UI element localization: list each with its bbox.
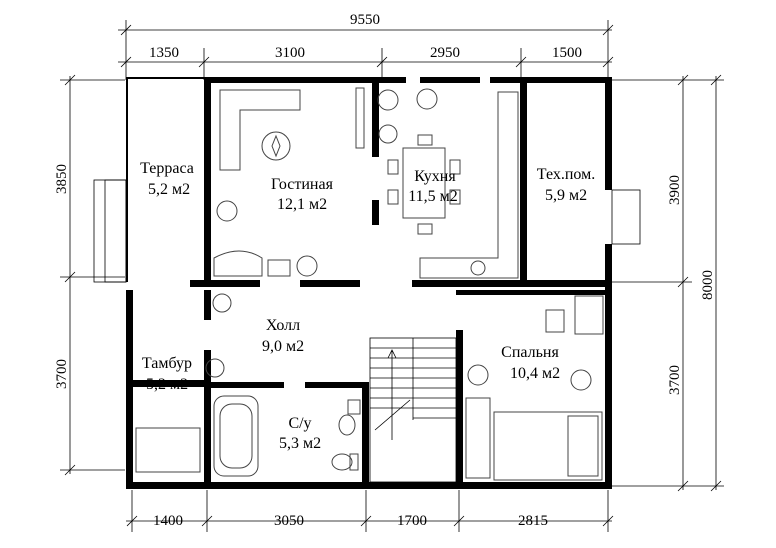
room-area-tambur: 5,2 м2 — [146, 376, 188, 393]
room-name-bedroom: Спальня — [501, 344, 559, 361]
room-area-tech: 5,9 м2 — [545, 187, 587, 204]
room-area-hall: 9,0 м2 — [262, 338, 304, 355]
dim-right-seg-2: 3700 — [667, 365, 683, 395]
dim-top-seg-1: 1350 — [149, 45, 179, 61]
room-area-kitchen: 11,5 м2 — [408, 188, 458, 205]
room-name-kitchen: Кухня — [414, 168, 456, 185]
dim-right-total: 8000 — [700, 270, 716, 300]
dim-left-seg-2: 3700 — [54, 359, 70, 389]
staircase — [369, 337, 457, 483]
dim-bottom-seg-2: 3050 — [274, 513, 304, 529]
terrace-steps — [93, 179, 127, 283]
room-area-bedroom: 10,4 м2 — [510, 365, 560, 382]
dim-top-total: 9550 — [350, 12, 380, 28]
dim-top-seg-2: 3100 — [275, 45, 305, 61]
dim-bottom-seg-4: 2815 — [518, 513, 548, 529]
room-area-bathroom: 5,3 м2 — [279, 435, 321, 452]
room-name-bathroom: С/у — [288, 415, 311, 432]
dim-left-seg-1: 3850 — [54, 164, 70, 194]
room-name-tech: Тех.пом. — [537, 166, 595, 183]
walls — [126, 77, 612, 489]
dim-top-seg-4: 1500 — [552, 45, 582, 61]
room-name-hall: Холл — [266, 317, 300, 334]
tech-room-steps — [611, 189, 641, 245]
room-name-terrace: Терраса — [140, 160, 194, 177]
dim-bottom-seg-1: 1400 — [153, 513, 183, 529]
room-area-terrace: 5,2 м2 — [148, 181, 190, 198]
dim-right-seg-1: 3900 — [667, 175, 683, 205]
room-area-living: 12,1 м2 — [277, 196, 327, 213]
furniture — [135, 87, 604, 481]
room-name-living: Гостиная — [271, 176, 334, 193]
room-labels: Терраса 5,2 м2 Гостиная 12,1 м2 Кухня 11… — [140, 160, 595, 452]
dim-top-seg-3: 2950 — [430, 45, 460, 61]
dimension-lines: 9550 1350 3100 2950 1500 1400 3050 1700 … — [54, 12, 724, 532]
room-name-tambur: Тамбур — [142, 355, 192, 372]
dim-bottom-seg-3: 1700 — [397, 513, 427, 529]
